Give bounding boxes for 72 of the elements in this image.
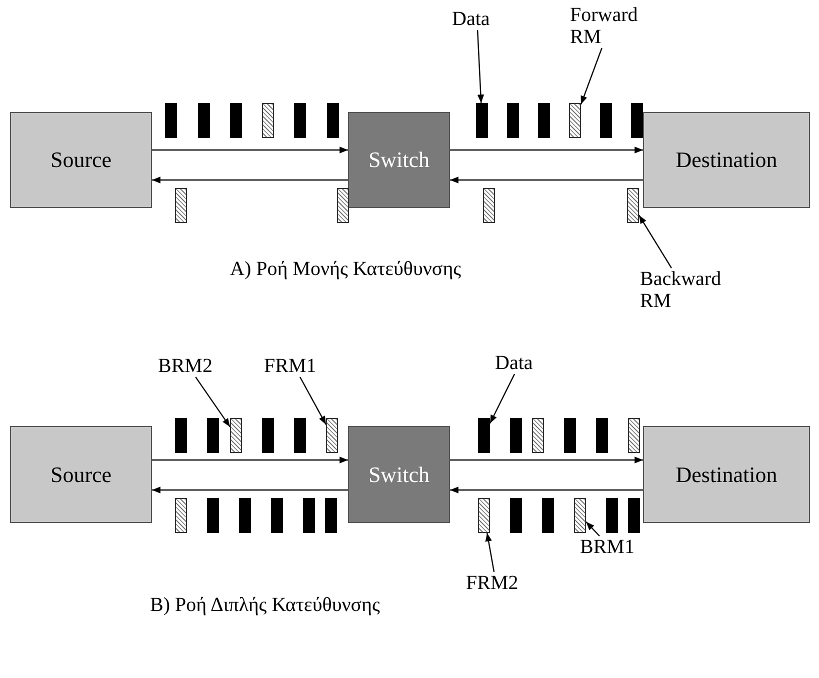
flow-arrow bbox=[450, 176, 643, 184]
flow-arrow bbox=[450, 456, 643, 464]
data-packet bbox=[596, 418, 608, 453]
data-packet bbox=[207, 498, 219, 533]
data-packet bbox=[631, 103, 643, 138]
source-box: Source bbox=[10, 112, 152, 208]
hatched-packet bbox=[326, 418, 338, 453]
data-packet bbox=[538, 103, 550, 138]
hatched-packet bbox=[627, 188, 639, 223]
callout-label: FRM2 bbox=[466, 572, 526, 594]
flow-arrow bbox=[152, 146, 348, 154]
data-packet bbox=[303, 498, 315, 533]
data-packet bbox=[294, 103, 306, 138]
leader-line bbox=[299, 376, 327, 425]
hatched-packet bbox=[230, 418, 242, 453]
leader-line bbox=[638, 214, 672, 268]
hatched-packet bbox=[337, 188, 349, 223]
data-packet bbox=[239, 498, 251, 533]
data-packet bbox=[564, 418, 576, 453]
data-packet bbox=[230, 103, 242, 138]
data-packet bbox=[510, 498, 522, 533]
destination-box: Destination bbox=[643, 426, 810, 523]
destination-box: Destination bbox=[643, 112, 810, 208]
data-packet bbox=[510, 418, 522, 453]
switch-box: Switch bbox=[348, 426, 450, 523]
hatched-packet bbox=[532, 418, 544, 453]
callout-label: Data bbox=[452, 8, 502, 30]
data-packet bbox=[175, 418, 187, 453]
flow-arrow bbox=[152, 456, 348, 464]
data-packet bbox=[325, 498, 337, 533]
data-packet bbox=[478, 418, 490, 453]
leader-line bbox=[580, 48, 602, 104]
switch-box: Switch bbox=[348, 112, 450, 208]
leader-line bbox=[476, 30, 484, 104]
hatched-packet bbox=[574, 498, 586, 533]
source-box: Source bbox=[10, 426, 152, 523]
callout-label: BRM2 bbox=[158, 355, 218, 377]
leader-line bbox=[485, 532, 495, 572]
hatched-packet bbox=[175, 188, 187, 223]
hatched-packet bbox=[483, 188, 495, 223]
data-packet bbox=[262, 418, 274, 453]
data-packet bbox=[327, 103, 339, 138]
data-packet bbox=[628, 498, 640, 533]
leader-line bbox=[489, 374, 516, 424]
data-packet bbox=[600, 103, 612, 138]
hatched-packet bbox=[262, 103, 274, 138]
hatched-packet bbox=[628, 418, 640, 453]
flow-arrow bbox=[152, 176, 348, 184]
leader-line bbox=[586, 521, 600, 536]
flow-arrow bbox=[152, 486, 348, 494]
data-packet bbox=[507, 103, 519, 138]
data-packet bbox=[294, 418, 306, 453]
data-packet bbox=[198, 103, 210, 138]
hatched-packet bbox=[175, 498, 187, 533]
callout-label: FRM1 bbox=[264, 355, 324, 377]
leader-line bbox=[195, 376, 230, 428]
callout-label: Forward RM bbox=[570, 4, 650, 48]
data-packet bbox=[606, 498, 618, 533]
flow-arrow bbox=[450, 146, 643, 154]
data-packet bbox=[542, 498, 554, 533]
callout-label: Backward RM bbox=[640, 268, 730, 312]
caption: B) Ροή Διπλής Κατεύθυνσης bbox=[150, 594, 380, 616]
data-packet bbox=[165, 103, 177, 138]
caption: A) Ροή Μονής Κατεύθυνσης bbox=[230, 258, 462, 280]
data-packet bbox=[271, 498, 283, 533]
flow-arrow bbox=[450, 486, 643, 494]
hatched-packet bbox=[478, 498, 490, 533]
callout-label: BRM1 bbox=[580, 536, 640, 558]
callout-label: Data bbox=[495, 352, 545, 374]
data-packet bbox=[207, 418, 219, 453]
hatched-packet bbox=[569, 103, 581, 138]
data-packet bbox=[476, 103, 488, 138]
